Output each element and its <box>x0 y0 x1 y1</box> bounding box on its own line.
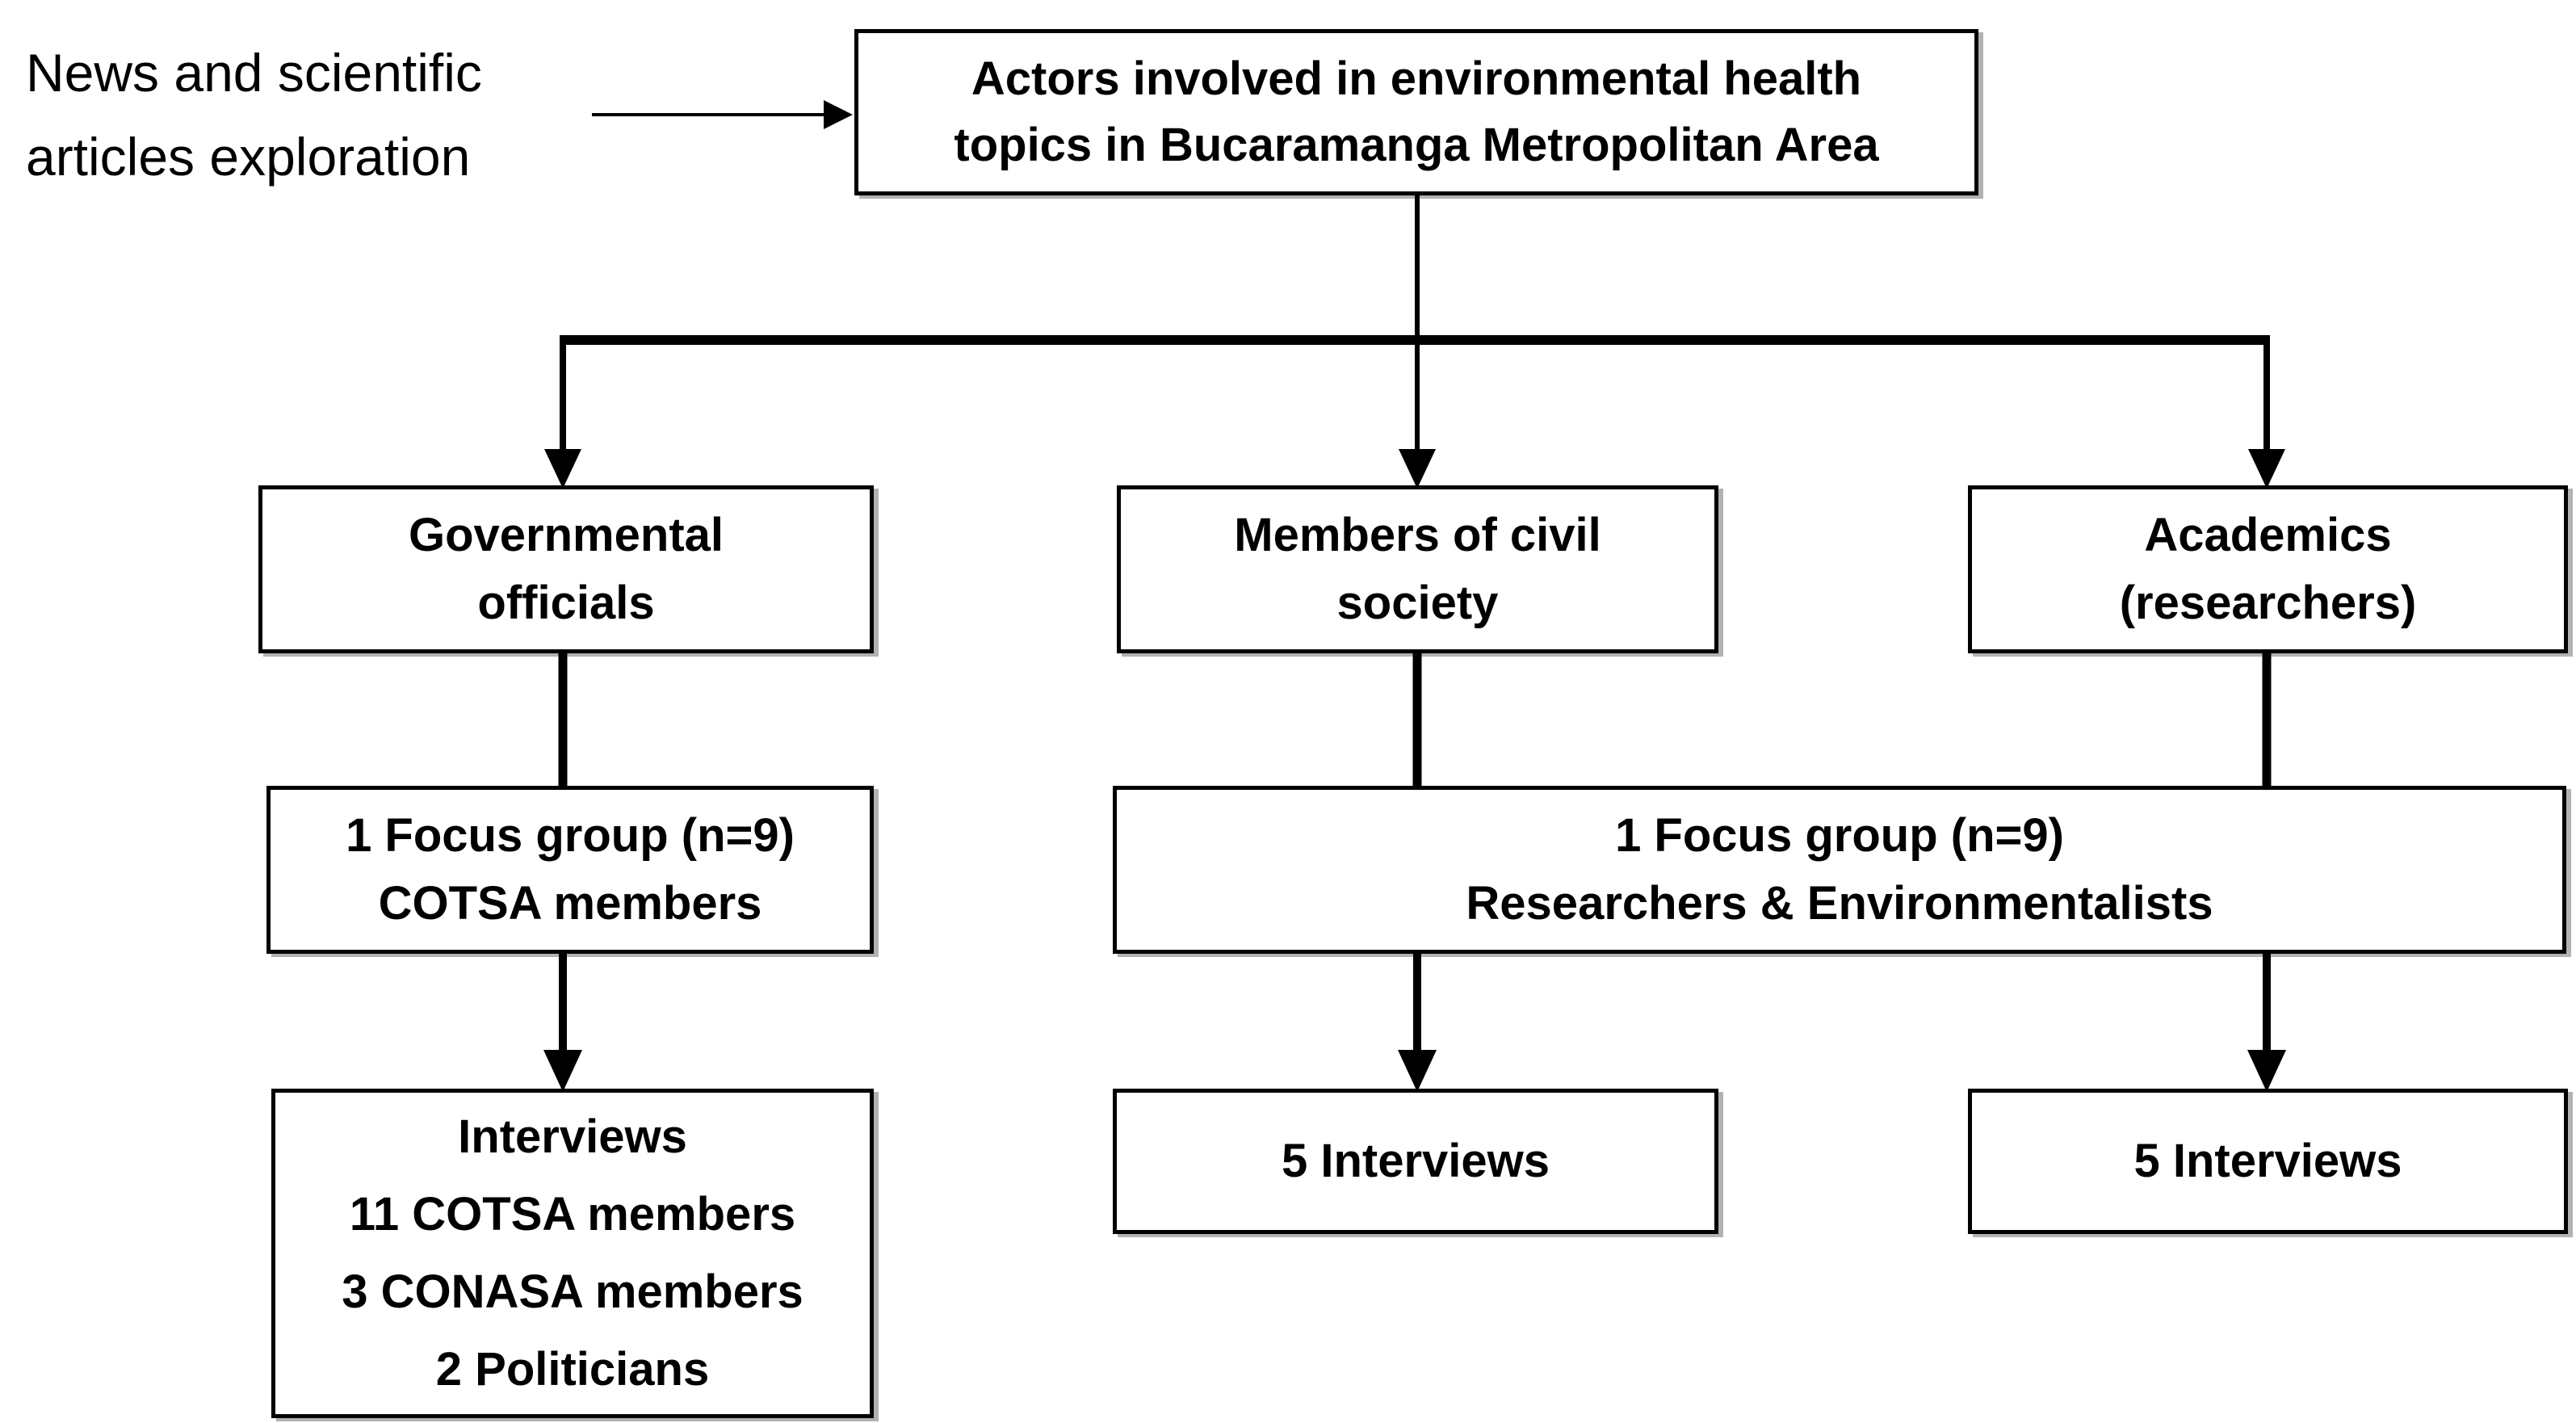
focus-to-interviews-arrows <box>543 951 2286 1092</box>
box-line: (researchers) <box>2119 577 2417 629</box>
arrowhead-academics <box>2248 449 2285 489</box>
box-line: 1 Focus group (n=9) <box>1615 809 2064 862</box>
annotation-line: News and scientific <box>26 43 482 103</box>
academics-interviews-box: 5 Interviews <box>1968 1089 2568 1234</box>
governmental-focus-group-box: 1 Focus group (n=9) COTSA members <box>266 786 874 954</box>
root-box: Actors involved in environmental health … <box>854 29 1978 195</box>
box-line: Academics <box>2144 509 2392 561</box>
civil-society-box: Members of civil society <box>1117 485 1718 653</box>
arrowhead-academics-interviews <box>2247 1050 2286 1092</box>
academics-box: Academics (researchers) <box>1968 485 2568 653</box>
header-to-focus-connectors <box>558 651 2272 788</box>
box-line: officials <box>477 577 655 629</box>
box-line: 11 COTSA members <box>349 1188 796 1240</box>
box-line: 1 Focus group (n=9) <box>346 809 795 862</box>
arrowhead-civil-society <box>1399 449 1436 489</box>
box-line: 5 Interviews <box>2133 1135 2402 1187</box>
box-line: 2 Politicians <box>435 1343 710 1396</box>
box-line: Interviews <box>458 1110 687 1163</box>
box-line: Researchers & Environmentalists <box>1466 877 2213 930</box>
governmental-officials-box: Governmental officials <box>258 485 874 653</box>
box-line: Members of civil <box>1234 509 1601 561</box>
box-line: COTSA members <box>378 877 762 930</box>
arrowhead-governmental-interviews <box>543 1050 582 1092</box>
root-box-line: Actors involved in environmental health <box>971 52 1862 105</box>
box-line: Governmental <box>409 509 724 561</box>
box-line: society <box>1336 577 1499 629</box>
annotation-line: articles exploration <box>26 127 471 187</box>
annotation-label: News and scientific articles exploration <box>26 31 482 199</box>
box-line: 3 CONASA members <box>342 1266 803 1318</box>
arrowhead-civil-interviews <box>1398 1050 1437 1092</box>
arrowhead-governmental <box>544 449 581 489</box>
box-line: 5 Interviews <box>1281 1135 1550 1187</box>
governmental-interviews-box: Interviews 11 COTSA members 3 CONASA mem… <box>271 1089 874 1418</box>
civil-society-interviews-box: 5 Interviews <box>1113 1089 1718 1234</box>
shared-focus-group-box: 1 Focus group (n=9) Researchers & Enviro… <box>1113 786 2566 954</box>
root-box-line: topics in Bucaramanga Metropolitan Area <box>954 119 1879 171</box>
annotation-arrow <box>592 100 853 129</box>
branch-connector <box>544 194 2285 489</box>
